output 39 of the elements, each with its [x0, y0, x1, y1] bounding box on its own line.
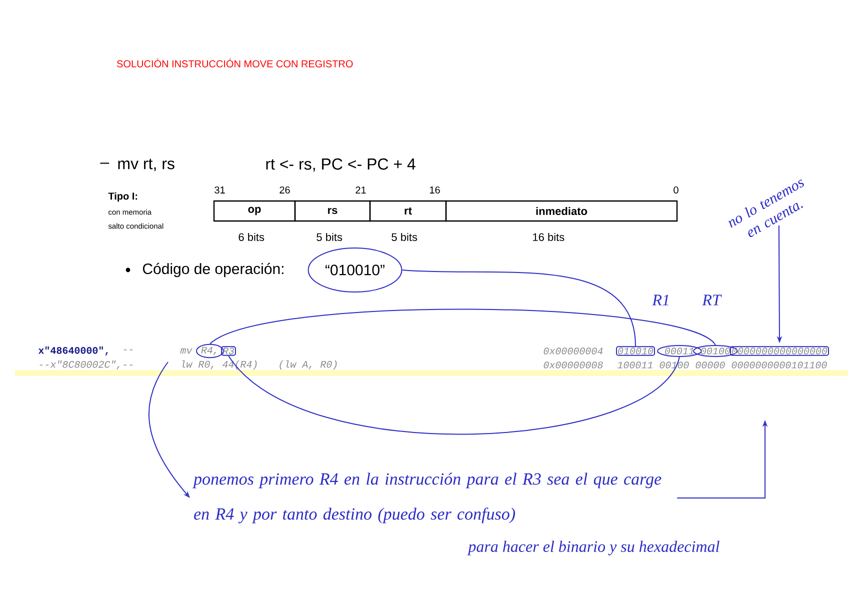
field-box: op [213, 200, 296, 222]
handwritten-text: R1 [652, 294, 668, 306]
bit-width: 16 bits [533, 232, 564, 242]
title: SOLUCIÓN INSTRUCCIÓN MOVE CON REGISTRO [117, 58, 353, 68]
code-text: 0000000000101100 [732, 362, 827, 368]
bit-width: 5 bits [316, 232, 342, 242]
code-text: 00000 [696, 362, 725, 368]
heading-text: rt <- rs, PC <- PC + 4 [266, 158, 416, 172]
connector-line [228, 355, 680, 435]
code-text: (lw A, R0) [280, 360, 337, 370]
connector-line [209, 308, 716, 346]
code-text: mv [180, 348, 192, 354]
bullet-text: Código de operación: [142, 262, 284, 278]
bit-number: 26 [280, 186, 290, 194]
format-label: Tipo I: [108, 192, 138, 202]
boxed-bits: 010010 [616, 346, 656, 356]
heading-text: mv rt, rs [118, 158, 174, 172]
heading-text: – [100, 162, 110, 164]
code-text: 100011 [617, 362, 652, 368]
circled-opcode: “010010” [308, 248, 402, 292]
code-text: 0x00000004 [544, 348, 603, 354]
code-text: -- [124, 349, 133, 350]
field-box: rs [294, 200, 371, 222]
handwritten-note: ponemos primero R4 en la instrucción para el R3 sea el que carge en R4 y por tanto destino (puedo ser confuso) [192, 472, 662, 524]
circled-bits: 00011 [657, 345, 702, 357]
field-box: inmediato [445, 200, 678, 222]
bit-width: 5 bits [392, 232, 418, 242]
bit-width: 6 bits [238, 232, 264, 242]
field-box: rt [369, 200, 447, 222]
connector-line [402, 270, 636, 347]
code-text: --x"8C80002C",-- [40, 360, 133, 370]
code-text: x"48640000", [38, 346, 108, 356]
handwritten-text: para hacer el binario y su hexadecimal [467, 540, 720, 556]
circled-register: R4, [196, 344, 224, 358]
code-text: 0x00000008 [544, 362, 603, 368]
bit-number: 21 [356, 186, 366, 194]
bit-number: 0 [674, 186, 678, 194]
handwritten-text: RT [702, 294, 722, 306]
bit-number: 16 [430, 186, 440, 194]
